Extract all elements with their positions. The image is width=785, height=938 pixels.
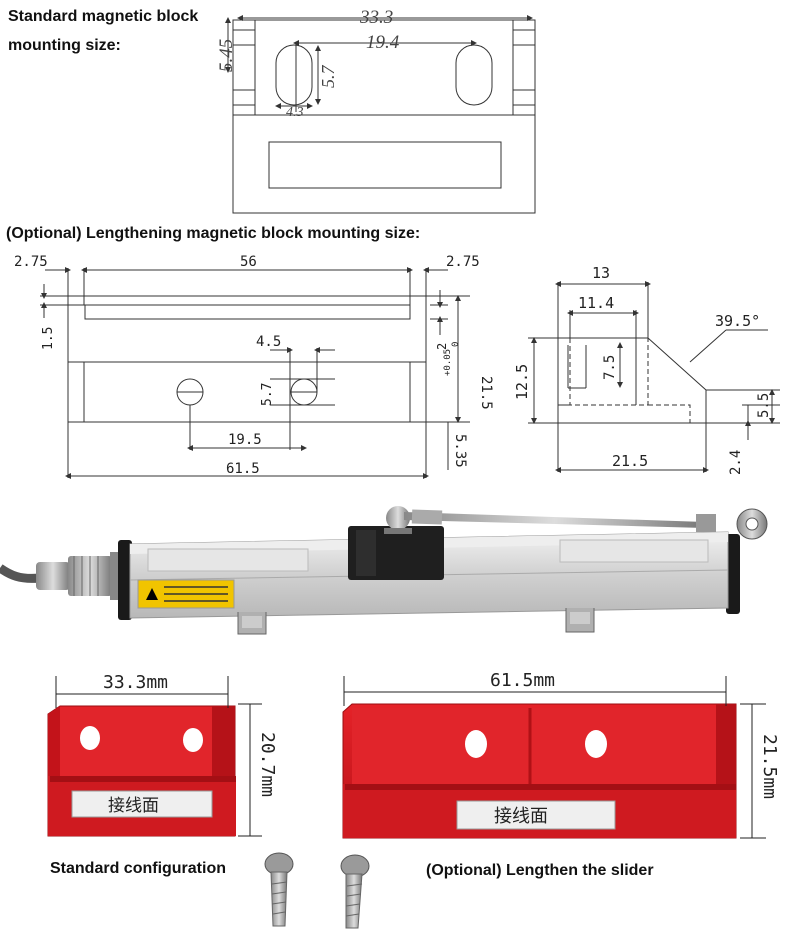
caption-standard-mount-line2: mounting size: [8, 37, 121, 54]
screw-left [264, 852, 294, 927]
std-slot-width-label: 4.3 [286, 105, 304, 120]
std-slot-height-label: 5.7 [318, 65, 338, 89]
long-groove [84, 304, 411, 320]
side-width-top-label: 13 [592, 264, 610, 282]
std-height-top-label: 5.45 [216, 39, 237, 72]
photo-std-height-label: 20.7mm [257, 732, 278, 797]
side-base-width-label: 21.5 [612, 452, 648, 470]
opt-block-hole-right [585, 730, 607, 758]
cable [0, 564, 41, 583]
long-groove-depth-label: 1.5 [41, 327, 56, 350]
opt-block-label [456, 800, 616, 830]
photo-std-width-label: 33.3mm [103, 672, 168, 693]
caption-standard-config: Standard configuration [50, 860, 226, 877]
long-overall-length-label: 61.5 [226, 461, 260, 477]
standard-red-block [47, 705, 236, 837]
long-groove-tol-up-label: +0.05 [443, 349, 453, 376]
long-groove-tol-low-label: 0 [451, 342, 461, 347]
long-groove-tol-label: 2 [435, 343, 449, 350]
std-width-label: 33.3 [359, 7, 393, 28]
std-bottom-outline [232, 114, 536, 214]
side-angle-label: 39.5° [715, 312, 760, 330]
end-cap-right [726, 534, 740, 614]
side-profile-drawing [528, 281, 780, 473]
side-outline [557, 337, 707, 424]
connector-nut [36, 562, 70, 590]
long-slot-height-label: 5.7 [260, 383, 275, 406]
end-cap-left [118, 540, 132, 620]
side-base-height-label: 2.4 [728, 450, 744, 475]
std-slot-right [455, 44, 493, 106]
long-hole-pitch-label: 4.5 [256, 334, 281, 350]
long-height-label: 21.5 [478, 376, 494, 410]
screw-right [340, 854, 370, 929]
side-inner-height-label: 7.5 [602, 355, 618, 380]
lengthened-block-drawing [40, 267, 470, 479]
photo-opt-height-label: 21.5mm [759, 734, 780, 799]
side-inner-width-label: 11.4 [578, 294, 614, 312]
side-height-label: 12.5 [513, 364, 531, 400]
std-block-hole-right [183, 728, 203, 752]
optional-red-block [342, 703, 737, 839]
std-slot-left [275, 44, 313, 106]
side-right-height-label: 5.5 [756, 393, 772, 418]
std-block-hole-left [80, 726, 100, 750]
std-block-label-text: 接线面 [108, 796, 159, 816]
push-rod [404, 512, 705, 528]
long-left-margin-label: 2.75 [14, 254, 48, 270]
opt-block-hole-left [465, 730, 487, 758]
linear-sensor-illustration [0, 506, 768, 635]
photo-dimension-lines [55, 676, 766, 839]
long-outline [67, 295, 427, 423]
std-hole-spacing-label: 19.4 [366, 32, 400, 53]
caption-optional-mount: (Optional) Lengthening magnetic block mo… [6, 225, 421, 242]
opt-block-label-text: 接线面 [494, 806, 548, 827]
std-block-label [71, 790, 213, 818]
caption-standard-mount-line1: Standard magnetic block [8, 8, 199, 25]
photo-opt-width-label: 61.5mm [490, 670, 555, 691]
long-inner-length-label: 56 [240, 254, 257, 270]
std-label-window [268, 141, 502, 189]
long-bottom-label: 5.35 [452, 434, 468, 468]
standard-block-drawing [225, 15, 536, 214]
caption-optional-slider: (Optional) Lengthen the slider [426, 862, 654, 879]
long-right-margin-label: 2.75 [446, 254, 480, 270]
long-hole-spacing-label: 19.5 [228, 432, 262, 448]
